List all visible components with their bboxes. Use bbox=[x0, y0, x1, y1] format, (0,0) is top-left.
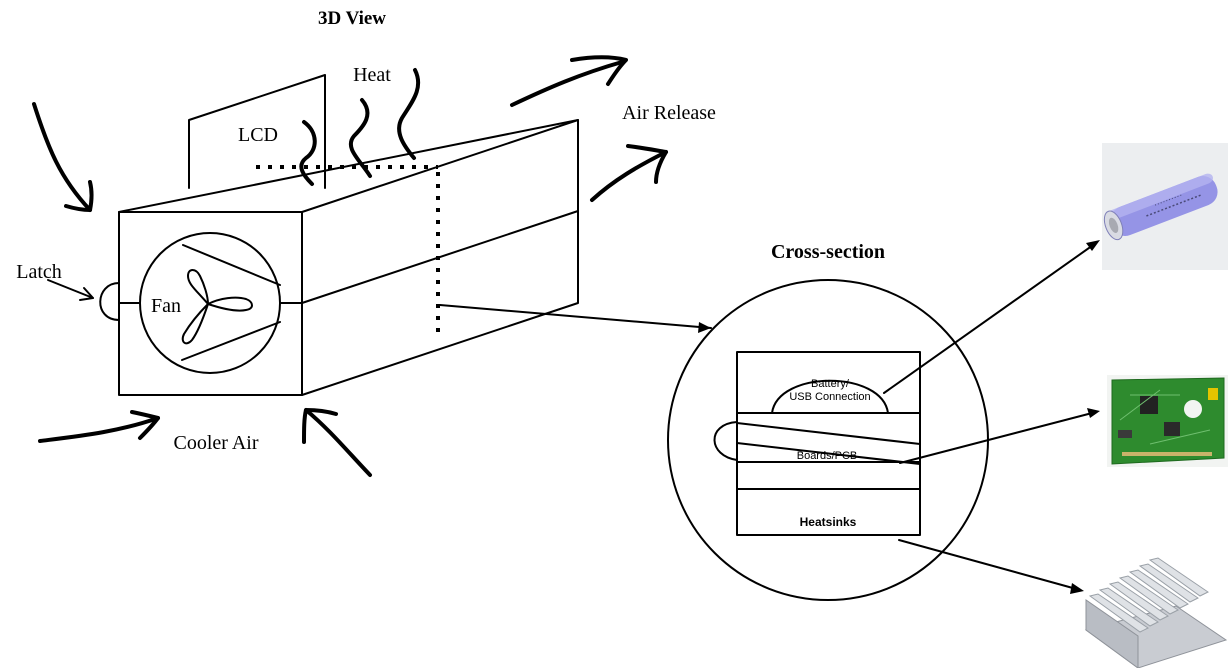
boards-pcb-label: Boards/PCB bbox=[797, 450, 858, 462]
cross-section-stack bbox=[713, 351, 921, 536]
latch bbox=[47, 279, 120, 321]
heat-label: Heat bbox=[353, 64, 391, 86]
latch-label: Latch bbox=[16, 261, 62, 283]
cooler-air-label: Cooler Air bbox=[174, 432, 259, 454]
battery-usb-label-line2: USB Connection bbox=[789, 391, 870, 403]
fan bbox=[139, 232, 281, 374]
battery-usb-label-line1: Battery/ bbox=[811, 378, 850, 390]
lcd-panel bbox=[188, 74, 326, 189]
air-release-arrows bbox=[510, 55, 668, 202]
fan-label: Fan bbox=[151, 295, 181, 317]
pcb-image bbox=[1107, 375, 1228, 467]
heatsink-image bbox=[1084, 557, 1228, 668]
heat-squiggles bbox=[299, 68, 421, 186]
title-3d-view: 3D View bbox=[318, 8, 386, 29]
heatsinks-label: Heatsinks bbox=[800, 515, 857, 529]
device-box bbox=[118, 119, 579, 396]
pointer-arrows bbox=[883, 240, 1100, 594]
intake-arrows bbox=[32, 102, 372, 477]
hidden-edges bbox=[256, 165, 440, 338]
air-release-label: Air Release bbox=[622, 102, 716, 124]
battery-image bbox=[1102, 143, 1228, 270]
title-cross-section: Cross-section bbox=[771, 241, 885, 263]
battery-dome bbox=[771, 379, 889, 414]
lcd-label: LCD bbox=[238, 124, 278, 146]
cross-section-latch bbox=[713, 421, 738, 461]
fan-blades-icon bbox=[181, 269, 253, 345]
section-pointer-arrow bbox=[439, 304, 712, 333]
